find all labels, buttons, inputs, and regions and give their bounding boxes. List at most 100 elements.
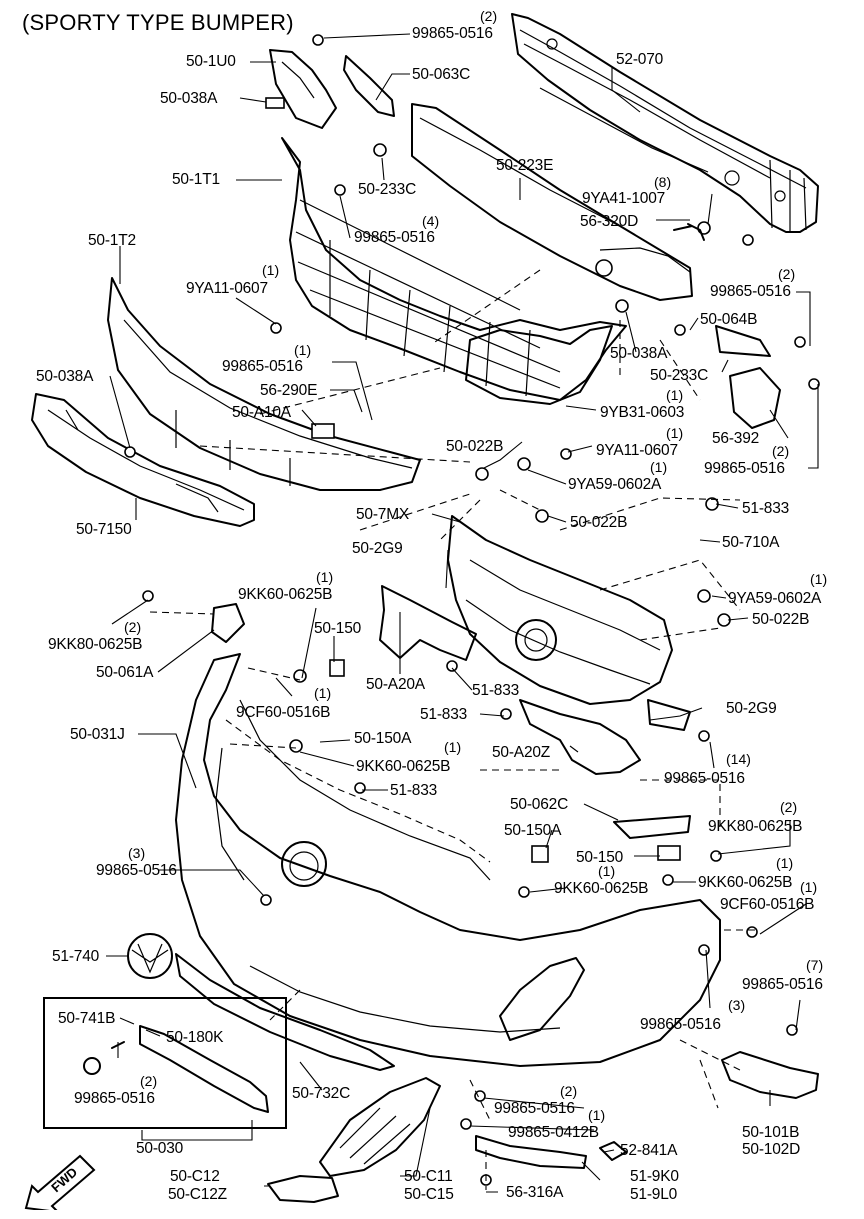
part-label-9CF60-0516B-b: 9CF60-0516B [720, 896, 815, 913]
part-qty-9CF60-0516B-a: (1) [314, 685, 332, 701]
part-label-50-022B-a: 50-022B [446, 438, 504, 455]
part-label-9KK80-0625B-a: 9KK80-0625B [48, 636, 143, 653]
leader-lines [106, 33, 819, 1193]
part-label-99865-0516-r2: 99865-0516 [710, 283, 791, 300]
part-label-50-038A-left: 50-038A [36, 368, 94, 385]
part-label-9CF60-0516B-a: 9CF60-0516B [236, 704, 331, 721]
part-label-50-150A-b: 50-150A [504, 822, 562, 839]
part-label-50-102D: 50-102D [742, 1141, 801, 1158]
part-label-50-741B: 50-741B [58, 1010, 116, 1027]
part-label-50-038A-top: 50-038A [160, 90, 218, 107]
part-label-56-290E: 56-290E [260, 382, 318, 399]
part-label-50-101B: 50-101B [742, 1124, 800, 1141]
part-label-9YB31-0603: 9YB31-0603 [600, 404, 685, 421]
diagram-title: (SPORTY TYPE BUMPER) [22, 10, 294, 35]
part-label-50-062C: 50-062C [510, 796, 569, 813]
part-label-56-320D: 56-320D [580, 213, 639, 230]
part-label-9KK60-0625B-b: 9KK60-0625B [356, 758, 451, 775]
fwd-arrow: FWD [22, 1150, 102, 1215]
part-qty-9KK60-0625B-a: (1) [316, 569, 334, 585]
front-fascia [175, 653, 721, 1067]
part-label-9YA59-0602A-a: 9YA59-0602A [568, 476, 662, 493]
part-label-51-740: 51-740 [52, 948, 100, 965]
part-label-51-833-a: 51-833 [742, 500, 790, 517]
part-qty-99865-0516-r2b: (2) [772, 443, 790, 459]
lower-lip [175, 953, 395, 1071]
part-label-50-038A-right: 50-038A [610, 345, 668, 362]
part-label-50-7150: 50-7150 [76, 521, 132, 538]
part-label-52-841A: 52-841A [620, 1142, 678, 1159]
part-qty-99865-0516-mid: (1) [294, 342, 312, 358]
left-lower-bracket [31, 393, 255, 527]
fog-brackets [379, 585, 691, 775]
part-label-50-223E: 50-223E [496, 157, 554, 174]
part-label-50-064B: 50-064B [700, 311, 758, 328]
part-label-9KK80-0625B-b: 9KK80-0625B [708, 818, 803, 835]
part-label-50-150-a: 50-150 [314, 620, 362, 637]
part-label-50-1T2: 50-1T2 [88, 232, 136, 249]
part-label-50-7MX: 50-7MX [356, 506, 410, 523]
part-qty-9YA11-0607-left: (1) [262, 262, 280, 278]
part-qty-99865-0516-r2: (2) [778, 266, 796, 282]
part-qty-9KK80-0625B-a: (2) [124, 619, 142, 635]
part-qty-99865-0516-3b: (3) [728, 997, 746, 1013]
part-label-9YA41-1007: 9YA41-1007 [582, 190, 666, 207]
part-qty-9KK60-0625B-c: (1) [598, 863, 616, 879]
bumper-reinforcement [511, 13, 819, 233]
upper-brackets [269, 49, 395, 129]
part-label-50-C15: 50-C15 [404, 1186, 454, 1203]
part-label-99865-0516-mid: 99865-0516 [222, 358, 303, 375]
part-label-50-1T1: 50-1T1 [172, 171, 220, 188]
part-qty-9YA41-1007: (8) [654, 174, 672, 190]
part-label-50-150-b: 50-150 [576, 849, 624, 866]
assembly-lines [149, 269, 760, 1190]
grille [281, 137, 627, 405]
part-qty-9YA59-0602A-a: (1) [650, 459, 668, 475]
part-label-50-710A: 50-710A [722, 534, 780, 551]
part-qty-99865-0412B: (1) [588, 1107, 606, 1123]
center-shroud [447, 515, 673, 705]
part-label-9KK60-0625B-d: 9KK60-0625B [698, 874, 793, 891]
part-label-52-070: 52-070 [616, 51, 664, 68]
part-label-50-022B-b: 50-022B [570, 514, 628, 531]
part-label-50-2G9-b: 50-2G9 [726, 700, 777, 717]
part-label-50-C11: 50-C11 [404, 1168, 453, 1185]
lower-panel [107, 277, 421, 491]
part-qty-9YA59-0602A-b: (1) [810, 571, 828, 587]
part-label-56-316A: 56-316A [506, 1184, 564, 1201]
part-label-99865-0516-7: 99865-0516 [742, 976, 823, 993]
part-label-9YA11-0607-left: 9YA11-0607 [186, 280, 268, 297]
part-label-99865-0412B: 99865-0412B [508, 1124, 599, 1141]
part-label-50-233C-right: 50-233C [650, 367, 709, 384]
part-label-50-022B-c: 50-022B [752, 611, 810, 628]
part-label-50-2G9-a: 50-2G9 [352, 540, 403, 557]
part-label-50-150A-a: 50-150A [354, 730, 412, 747]
part-qty-9KK80-0625B-b: (2) [780, 799, 798, 815]
part-label-99865-0516-top: 99865-0516 [412, 25, 493, 42]
part-label-99865-0516-bot: 99865-0516 [494, 1100, 575, 1117]
part-label-50-C12: 50-C12 [170, 1168, 220, 1185]
part-label-51-833-d: 51-833 [390, 782, 438, 799]
part-label-50-1U0: 50-1U0 [186, 53, 236, 70]
part-label-51-833-b: 51-833 [472, 682, 520, 699]
part-qty-9YA11-0607-mid: (1) [666, 425, 684, 441]
part-label-99865-0516-3b: 99865-0516 [640, 1016, 721, 1033]
part-label-51-833-c: 51-833 [420, 706, 468, 723]
part-label-50-A10A: 50-A10A [232, 404, 291, 421]
part-qty-9CF60-0516B-b: (1) [800, 879, 818, 895]
part-qty-99865-0516-14: (14) [726, 751, 751, 767]
part-label-9YA59-0602A-b: 9YA59-0602A [728, 590, 822, 607]
part-label-9YA11-0607-mid: 9YA11-0607 [596, 442, 678, 459]
part-label-50-030: 50-030 [136, 1140, 184, 1157]
part-label-99865-0516-14: 99865-0516 [664, 770, 745, 787]
fasteners [124, 34, 820, 1186]
part-label-9KK60-0625B-a: 9KK60-0625B [238, 586, 333, 603]
part-qty-99865-0516-7: (7) [806, 957, 824, 973]
fwd-arrow-icon: FWD [24, 1154, 96, 1214]
inset-frame [43, 997, 287, 1129]
part-qty-9KK60-0625B-b: (1) [444, 739, 462, 755]
part-qty-99865-0516-3a: (3) [128, 845, 146, 861]
part-label-50-A20A: 50-A20A [366, 676, 425, 693]
